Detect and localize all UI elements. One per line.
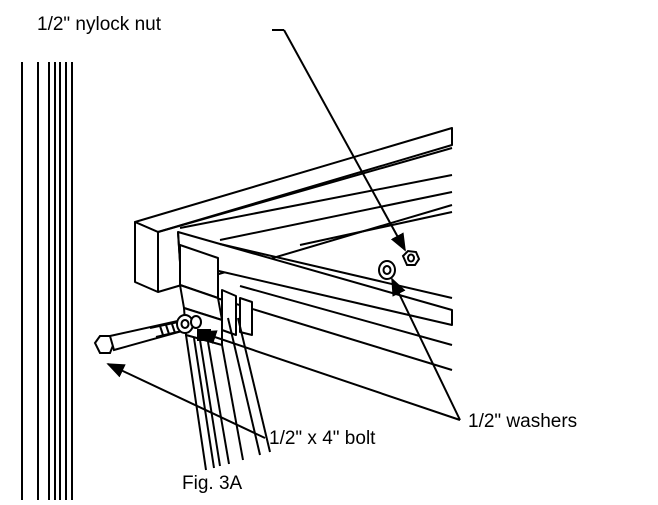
washers-label: 1/2" washers [468, 411, 577, 432]
nylock-nut-label: 1/2" nylock nut [37, 14, 162, 35]
bolt-label: 1/2" x 4" bolt [269, 428, 376, 449]
figure-caption: Fig. 3A [182, 473, 243, 494]
bolt-shape [93, 318, 188, 354]
vertical-post [21, 62, 73, 500]
leader-lines [106, 29, 461, 439]
washer-on-rail [378, 260, 396, 280]
nylock-nut-shape [401, 249, 421, 266]
